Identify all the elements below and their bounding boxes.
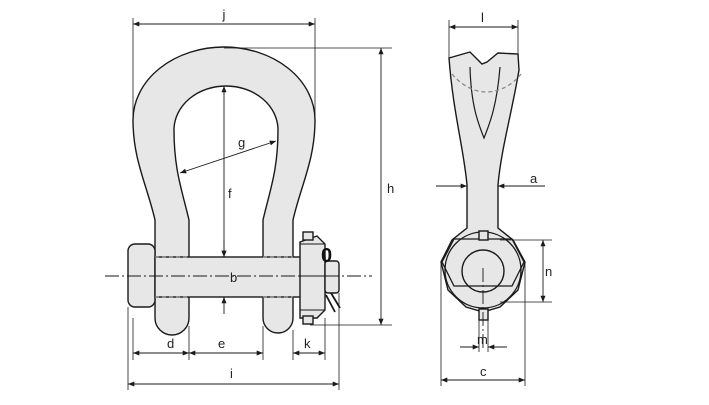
front-dimensions: j h g f b d e k i [127, 7, 394, 390]
side-profile [440, 51, 526, 313]
dim-label-d: d [167, 336, 174, 351]
dim-label-e: e [218, 336, 225, 351]
side-dimensions: l a n m c [436, 10, 552, 386]
dim-label-g: g [238, 135, 245, 150]
dim-label-b: b [230, 270, 237, 285]
dim-label-h: h [387, 181, 394, 196]
dim-label-m: m [477, 332, 488, 347]
dim-label-j: j [222, 7, 226, 22]
pin-head [127, 243, 156, 308]
dim-label-c: c [480, 364, 487, 379]
cotter-pin [325, 292, 341, 313]
dim-label-k: k [304, 336, 311, 351]
dim-label-f: f [228, 186, 232, 201]
pin-head-mark: 0 [321, 245, 332, 267]
dim-label-i: i [230, 366, 233, 381]
nut-hex-side [441, 238, 525, 287]
front-view: 0 [105, 46, 372, 336]
side-view [440, 51, 526, 348]
dim-label-a: a [530, 171, 538, 186]
dim-label-l: l [481, 10, 484, 25]
dim-label-n: n [545, 264, 552, 279]
